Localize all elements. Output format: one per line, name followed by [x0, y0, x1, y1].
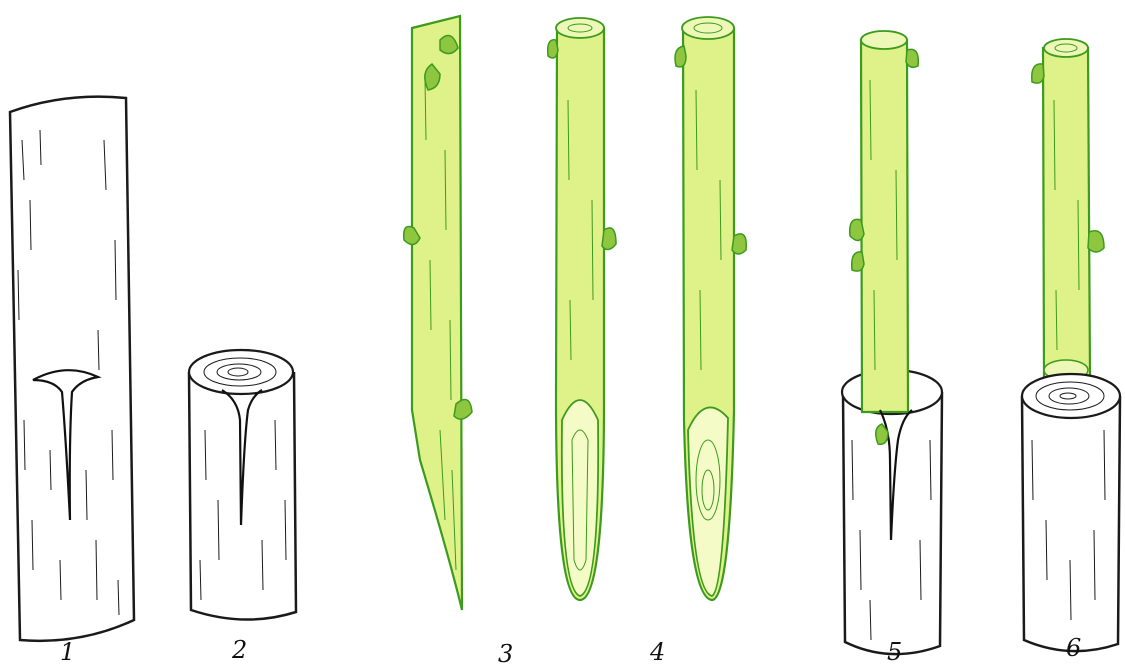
figure-1-rootstock-t-cut — [10, 97, 134, 641]
figure-3-scion-slant-cut — [404, 16, 472, 610]
figure-label-3: 3 — [498, 642, 513, 666]
scion-5-body — [861, 40, 908, 412]
figure-4-scion-wedge-front — [548, 18, 616, 600]
stock-6-top-face — [1022, 374, 1120, 418]
stock-1-body — [10, 97, 134, 641]
scion-6-top — [1044, 39, 1088, 57]
figure-5-cleft-graft-assembled — [842, 31, 942, 654]
figure-2-rootstock-cleft — [189, 350, 296, 620]
figure-label-4: 4 — [650, 640, 665, 664]
figure-6-whip-graft-assembled — [1022, 39, 1120, 651]
scion-5-top — [861, 31, 907, 49]
scion-4a-cut-face — [562, 400, 598, 596]
figure-label-6: 6 — [1066, 636, 1081, 660]
figure-4-scion-wedge-side — [675, 17, 746, 600]
figure-label-1: 1 — [60, 640, 75, 664]
figure-label-2: 2 — [232, 638, 247, 662]
figure-label-5: 5 — [887, 640, 902, 664]
stock-2-top-face — [189, 350, 293, 394]
scion-4b-top — [682, 17, 734, 39]
scion-4a-top — [556, 18, 604, 38]
scion-6-body — [1043, 48, 1090, 378]
